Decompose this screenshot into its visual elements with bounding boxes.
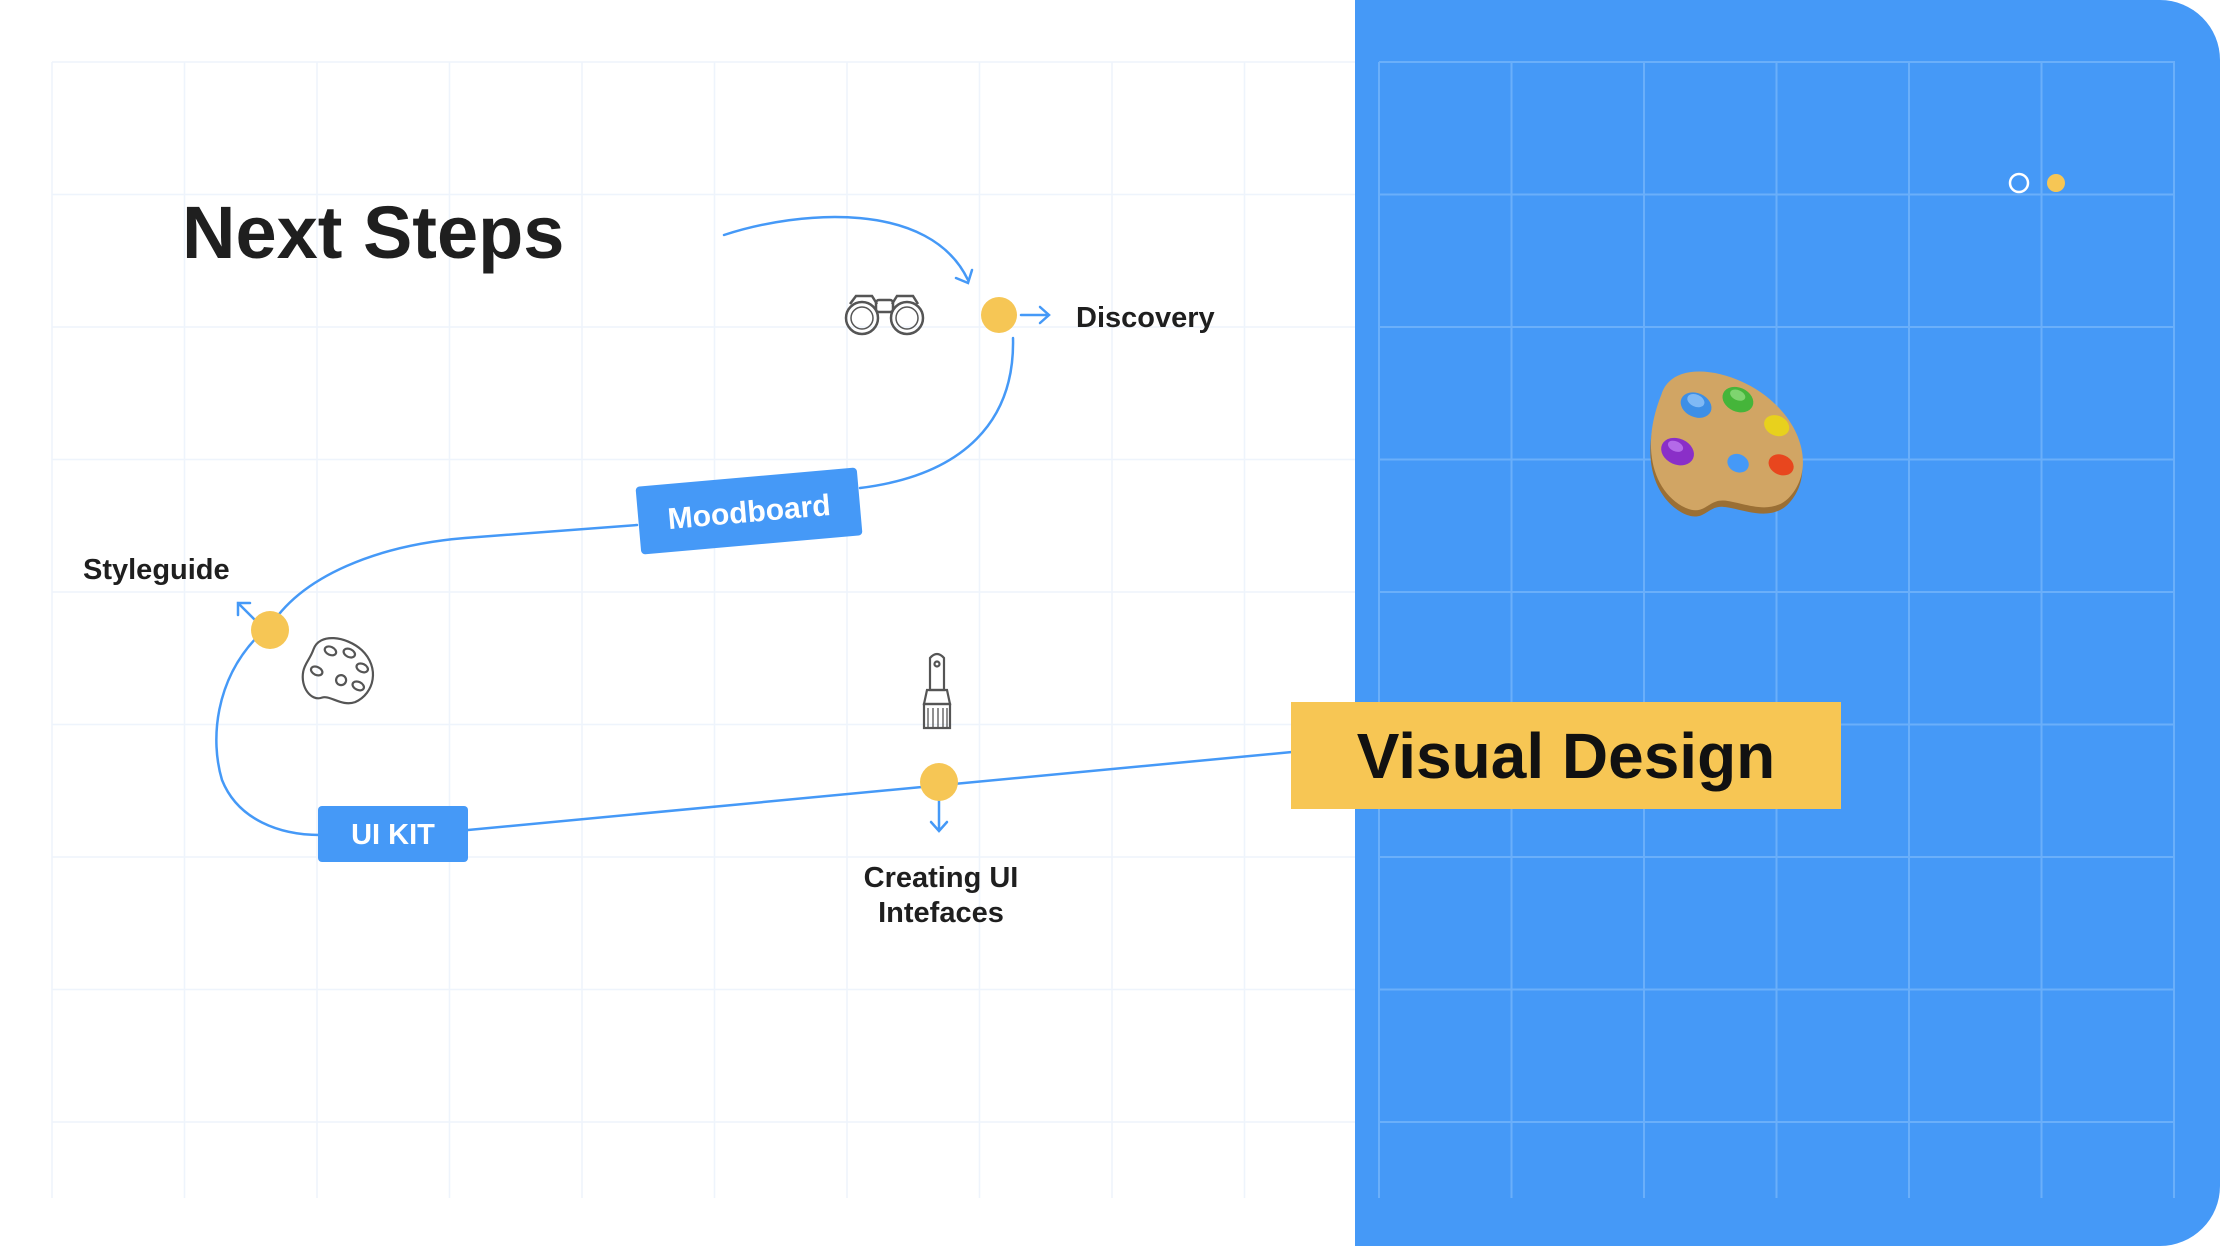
right-grid — [1378, 61, 2175, 1198]
node-creating-ui[interactable] — [920, 763, 958, 801]
visual-design-label: Visual Design — [1357, 720, 1776, 792]
creating-ui-label-line2: Intefaces — [878, 897, 1004, 929]
flow-arrowhead-intro — [954, 268, 974, 285]
binoculars-icon — [844, 294, 925, 336]
ui-kit-tag[interactable]: UI KIT — [318, 806, 468, 862]
palette-outline-icon — [301, 637, 375, 705]
flow-curve-discovery-moodboard — [858, 336, 1015, 490]
node-discovery[interactable] — [981, 297, 1017, 333]
flow-line-moodboard-styleguide — [266, 523, 639, 632]
node-arrows — [236, 305, 1051, 833]
brush-icon — [922, 652, 952, 730]
discovery-label: Discovery — [1076, 302, 1215, 334]
flow-curve-styleguide-uikit — [215, 634, 322, 837]
pagination-dot-1[interactable] — [2008, 172, 2030, 194]
flow-curve-intro — [722, 215, 970, 282]
ui-kit-label: UI KIT — [351, 819, 435, 851]
pagination — [2008, 172, 2065, 194]
flow-path — [215, 215, 1294, 837]
pagination-dot-2-active[interactable] — [2047, 174, 2065, 192]
left-grid — [51, 61, 1355, 1198]
flow-line-uikit-visualdesign — [466, 750, 1294, 832]
paint-palette-illustration — [1650, 371, 1803, 517]
step-nodes — [251, 297, 1017, 801]
page-title: Next Steps — [182, 191, 564, 274]
node-styleguide[interactable] — [251, 611, 289, 649]
visual-design-box[interactable]: Visual Design — [1291, 702, 1841, 809]
styleguide-label: Styleguide — [83, 554, 230, 586]
arrow-right-discovery — [1019, 305, 1051, 325]
moodboard-tag[interactable]: Moodboard — [635, 467, 863, 555]
creating-ui-label-line1: Creating UI — [864, 862, 1019, 894]
blue-panel — [1355, 0, 2220, 1246]
